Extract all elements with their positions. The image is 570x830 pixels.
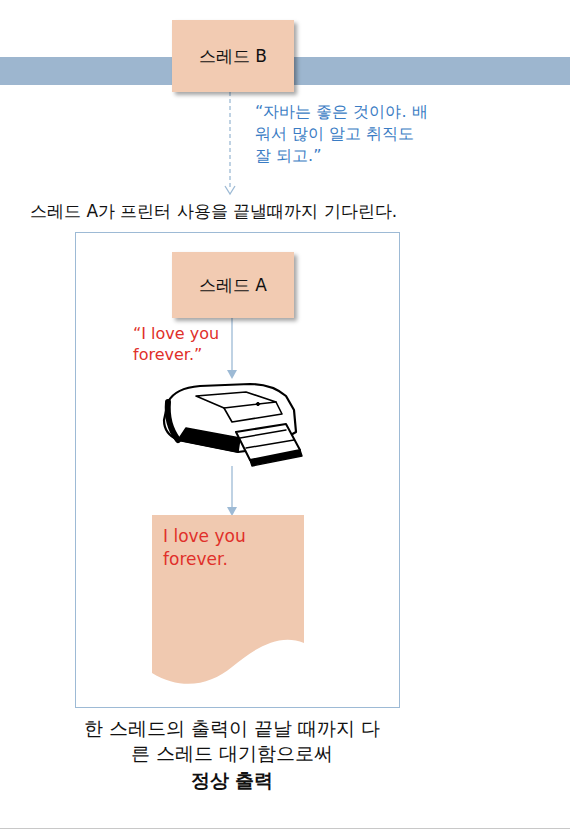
- arrow-head: [227, 507, 237, 516]
- arrow-head: [227, 370, 237, 379]
- printed-paper: I love you forever.: [152, 515, 304, 690]
- region-heading: 스레드 A가 프린터 사용을 끝낼때까지 기다린다.: [30, 200, 397, 223]
- caption-text: 한 스레드의 출력이 끝날 때까지 다른 스레드 대기함으로써: [82, 716, 382, 766]
- printer-symbol: [164, 384, 302, 466]
- paper-fill: [152, 515, 304, 684]
- arrow-line: [231, 318, 232, 372]
- bottom-rule: [0, 828, 570, 829]
- node-label: 스레드 A: [199, 274, 267, 297]
- node-label: 스레드 B: [199, 45, 267, 68]
- connector-line: [229, 92, 230, 188]
- thread-box: 스레드 A: [172, 252, 294, 318]
- printer-slot: [224, 402, 282, 422]
- thread-box: 스레드 B: [172, 20, 294, 92]
- wait-region: 스레드 A가 프린터 사용을 끝낼때까지 기다린다. 스레드 A I love yo…: [28, 196, 408, 710]
- arrow-line: [231, 466, 232, 509]
- printer-base: [178, 428, 240, 452]
- tray-edge: [250, 450, 302, 466]
- dashed-connector: [225, 92, 235, 194]
- printer-top: [196, 392, 276, 408]
- printed-text: I love you forever.: [152, 515, 304, 571]
- printer-button: [256, 402, 259, 405]
- arrow-head: [225, 186, 235, 194]
- speech-text: “자바는 좋은 것이야. 배워서 많이 알고 취직도 잘 되고.”: [255, 101, 429, 167]
- message-text: “I love you forever.”: [133, 323, 227, 365]
- tray-lines: [240, 430, 294, 448]
- printer-edge: [168, 402, 178, 440]
- caption-emphasis: 정상 출력: [82, 768, 382, 793]
